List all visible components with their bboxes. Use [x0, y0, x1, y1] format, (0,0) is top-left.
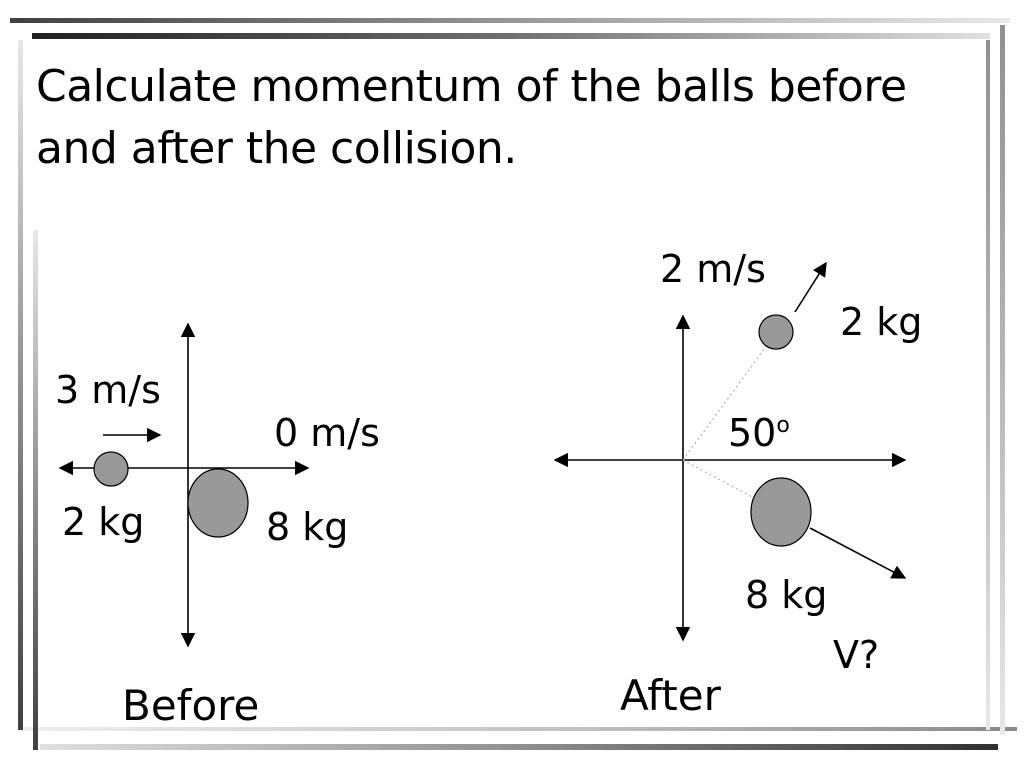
title-line-2: and after the collision. — [36, 123, 517, 174]
after-large-ball-speed: V? — [833, 633, 879, 677]
slide-title: Calculate momentum of the balls before a… — [36, 56, 976, 180]
title-line-1: Calculate momentum of the balls before — [36, 61, 907, 112]
after-large-ball-velocity-arrow — [809, 527, 907, 579]
after-small-ball-speed: 2 m/s — [660, 247, 766, 291]
before-small-ball-mass: 2 kg — [62, 500, 144, 544]
before-large-ball-mass: 8 kg — [266, 505, 348, 549]
after-large-ball-mass: 8 kg — [745, 573, 827, 617]
before-large-ball — [187, 468, 249, 538]
after-large-ball — [750, 477, 812, 547]
before-small-ball-speed: 3 m/s — [55, 368, 161, 412]
after-small-ball-path — [682, 332, 777, 461]
after-angle-label: 50o — [728, 411, 790, 455]
before-caption: Before — [122, 681, 259, 730]
before-small-ball — [93, 451, 129, 487]
after-small-ball-mass: 2 kg — [840, 300, 922, 344]
before-large-ball-speed: 0 m/s — [274, 411, 380, 455]
after-small-ball-velocity-arrow — [794, 261, 827, 313]
after-diagram: 2 m/s 2 kg 50o 8 kg V? After — [553, 247, 922, 720]
after-angle-unit: o — [776, 413, 789, 438]
after-caption: After — [620, 671, 722, 720]
after-angle-value: 50 — [728, 411, 776, 455]
after-small-ball — [758, 314, 794, 350]
before-diagram: 3 m/s 0 m/s 2 kg 8 kg Before — [55, 322, 380, 730]
